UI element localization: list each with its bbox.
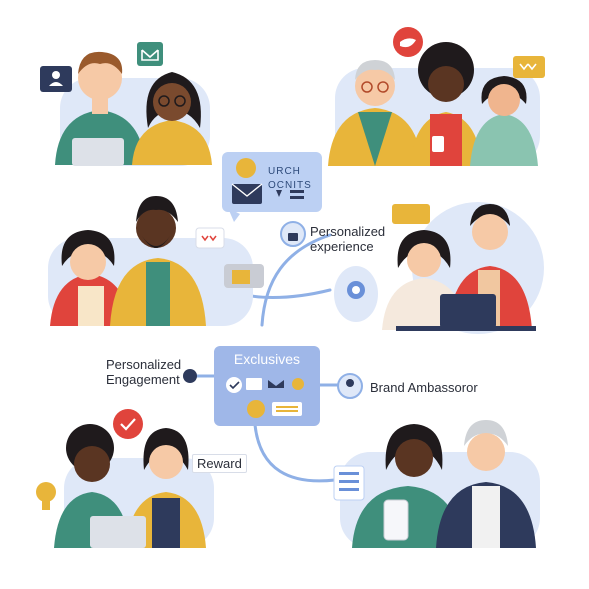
scene-middle-right: [334, 202, 544, 334]
scene-bottom-left: [36, 409, 214, 548]
lightbulb-icon: [236, 158, 256, 178]
mail-icon: [137, 42, 163, 66]
mail-icon: [232, 184, 262, 204]
engagement-node: [183, 369, 197, 383]
laptop-icon: [440, 294, 496, 328]
personalized-engagement-label-line2: Engagement: [106, 372, 180, 387]
scene-middle-left: [48, 196, 264, 326]
hub-panel: [214, 346, 320, 426]
mail-icon: [246, 378, 262, 390]
personalized-experience-label-line1: Personalized: [310, 224, 386, 239]
check-icon: [113, 409, 143, 439]
hub-title: Exclusives: [233, 351, 301, 367]
hub-title-area: Exclusives: [214, 346, 320, 376]
ticket-icon: [272, 402, 302, 416]
personalized-engagement-label-line1: Personalized: [106, 357, 182, 372]
info-card-line1: URCH: [268, 166, 301, 177]
laptop-icon: [90, 516, 146, 548]
phone-icon: [383, 499, 409, 541]
laptop-icon: [72, 138, 124, 166]
connector-top: [260, 233, 332, 327]
trophy-icon: [36, 482, 56, 502]
twitter-icon: [392, 204, 430, 224]
reward-label: Reward: [192, 454, 247, 473]
connector-bottom: [253, 423, 337, 483]
gear-icon: [268, 380, 284, 388]
brand-ambassador-label: Brand Ambassoror: [370, 380, 478, 395]
heart-speech-icon: [513, 56, 545, 78]
scene-top-left: [40, 42, 212, 166]
check-icon: [226, 377, 242, 393]
info-card-line2: OCNITS: [268, 180, 312, 191]
scene-top-right: [328, 27, 545, 166]
personalized-experience-label-line2: experience: [310, 239, 374, 254]
lightbulb-icon: [292, 378, 304, 390]
gift-icon: [247, 400, 265, 418]
info-card: [222, 152, 322, 222]
scene-bottom-right: [333, 420, 540, 548]
